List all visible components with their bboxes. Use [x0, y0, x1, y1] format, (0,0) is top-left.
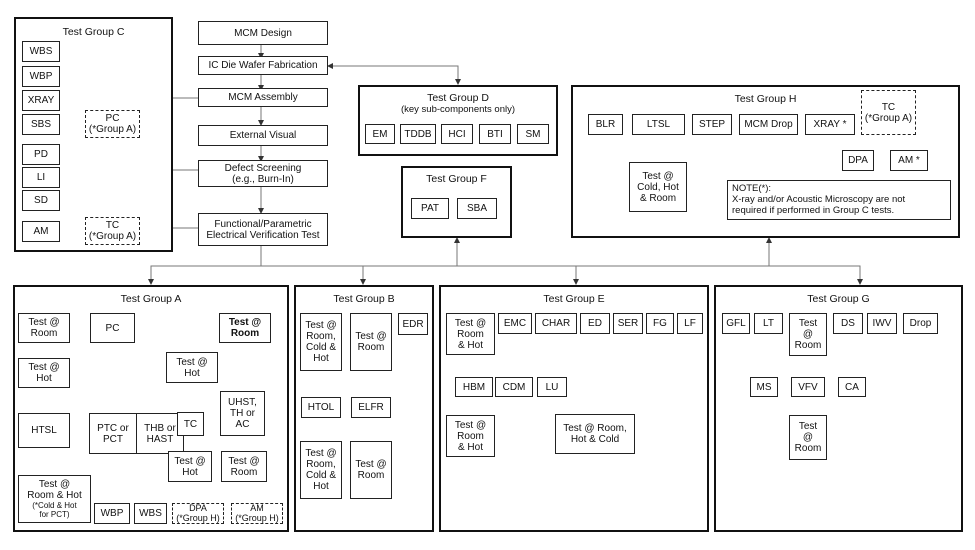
group-g-vfv: VFV [791, 377, 825, 397]
group-a-tc: TC [177, 412, 204, 436]
group-a-htsl: HTSL [18, 413, 70, 448]
defect-screening-box: Defect Screening (e.g., Burn-In) [198, 160, 328, 187]
external-visual-box: External Visual [198, 125, 328, 146]
group-g-drop: Drop [903, 313, 938, 334]
group-b-htol: HTOL [301, 397, 341, 418]
group-c-xray: XRAY [22, 90, 60, 111]
group-e-char: CHAR [535, 313, 577, 334]
group-d-sm: SM [517, 124, 549, 144]
group-c-am: AM [22, 221, 60, 242]
group-a-test-room-hot-label: Test @ Room & Hot [27, 479, 82, 501]
group-e-title: Test Group E [543, 293, 605, 305]
group-a-test-room-1: Test @ Room [18, 313, 70, 343]
group-g-test-room-2: Test @ Room [789, 415, 827, 460]
group-a-test-hot-1: Test @ Hot [18, 358, 70, 388]
group-a-ptc-pct: PTC or PCT [89, 413, 137, 454]
group-e-lu: LU [537, 377, 567, 397]
group-e-emc: EMC [498, 313, 532, 334]
group-c-tc: TC (*Group A) [85, 217, 140, 245]
group-e-ed: ED [580, 313, 610, 334]
group-c-pd: PD [22, 144, 60, 165]
group-h-mcm-drop: MCM Drop [739, 114, 798, 135]
group-c-wbs: WBS [22, 41, 60, 62]
group-d-tddb: TDDB [400, 124, 436, 144]
group-a-test-room-hot: Test @ Room & Hot (*Cold & Hot for PCT) [18, 475, 91, 523]
group-e-hbm: HBM [455, 377, 493, 397]
group-e-test-room-hot-cold: Test @ Room, Hot & Cold [555, 414, 635, 454]
group-a-test-room-2: Test @ Room [219, 313, 271, 343]
group-a-am: AM (*Group H) [231, 503, 283, 524]
group-h-xray: XRAY * [805, 114, 855, 135]
group-c-sbs: SBS [22, 114, 60, 135]
group-a-wbp: WBP [94, 503, 130, 524]
test-group-d: Test Group D (key sub-components only) [358, 85, 558, 156]
group-g-test-room: Test @ Room [789, 313, 827, 356]
group-a-title: Test Group A [120, 293, 182, 305]
group-g-ds: DS [833, 313, 863, 334]
mcm-design-box: MCM Design [198, 21, 328, 45]
group-h-blr: BLR [588, 114, 623, 135]
group-d-title: Test Group D [427, 92, 489, 104]
group-h-step: STEP [692, 114, 732, 135]
group-h-note: NOTE(*): X-ray and/or Acoustic Microscop… [727, 180, 951, 220]
group-g-iwv: IWV [867, 313, 897, 334]
group-a-uhst-th-ac: UHST, TH or AC [220, 391, 265, 436]
group-h-title: Test Group H [734, 93, 797, 105]
group-d-em: EM [365, 124, 395, 144]
group-e-lf: LF [677, 313, 703, 334]
group-b-title: Test Group B [333, 293, 395, 305]
group-a-dpa: DPA (*Group H) [172, 503, 224, 524]
group-c-sd: SD [22, 190, 60, 211]
group-a-test-hot-2: Test @ Hot [166, 352, 218, 383]
group-b-edr: EDR [398, 313, 428, 335]
functional-test-box: Functional/Parametric Electrical Verific… [198, 213, 328, 246]
group-a-test-room-hot-note: (*Cold & Hot for PCT) [32, 501, 77, 519]
group-f-sba: SBA [457, 198, 497, 219]
group-h-dpa: DPA [842, 150, 874, 171]
group-b-test-room-cold-hot: Test @ Room, Cold & Hot [300, 313, 342, 371]
group-c-li: LI [22, 167, 60, 188]
group-h-test-cold-hot-room: Test @ Cold, Hot & Room [629, 162, 687, 212]
group-g-title: Test Group G [807, 293, 870, 305]
group-d-hci: HCI [441, 124, 473, 144]
group-d-bti: BTI [479, 124, 511, 144]
group-b-test-room: Test @ Room [350, 313, 392, 371]
group-e-cdm: CDM [495, 377, 533, 397]
group-b-elfr: ELFR [351, 397, 391, 418]
group-a-test-room-3: Test @ Room [221, 451, 267, 482]
group-e-test-room-hot: Test @ Room & Hot [446, 313, 495, 355]
group-h-ltsl: LTSL [632, 114, 685, 135]
group-h-tc: TC (*Group A) [861, 90, 916, 135]
group-f-title: Test Group F [426, 173, 487, 185]
group-c-wbp: WBP [22, 66, 60, 87]
group-g-gfl: GFL [722, 313, 750, 334]
group-g-lt: LT [754, 313, 783, 334]
group-c-title: Test Group C [62, 26, 125, 38]
group-a-test-hot-3: Test @ Hot [168, 451, 212, 482]
group-f-pat: PAT [411, 198, 449, 219]
group-h-am: AM * [890, 150, 928, 171]
group-b-test-room-cold-hot-2: Test @ Room, Cold & Hot [300, 441, 342, 499]
group-e-fg: FG [646, 313, 674, 334]
group-a-wbs: WBS [134, 503, 167, 524]
group-d-subtitle: (key sub-components only) [400, 104, 516, 115]
group-e-test-room-hot-2: Test @ Room & Hot [446, 415, 495, 457]
group-g-ca: CA [838, 377, 866, 397]
group-b-test-room-2: Test @ Room [350, 441, 392, 499]
group-a-pc: PC [90, 313, 135, 343]
ic-die-wafer-fabrication-box: IC Die Wafer Fabrication [198, 56, 328, 75]
group-a-thb-hast: THB or HAST [136, 413, 184, 454]
mcm-assembly-box: MCM Assembly [198, 88, 328, 107]
group-c-pc: PC (*Group A) [85, 110, 140, 138]
group-g-ms: MS [750, 377, 778, 397]
group-e-ser: SER [613, 313, 643, 334]
